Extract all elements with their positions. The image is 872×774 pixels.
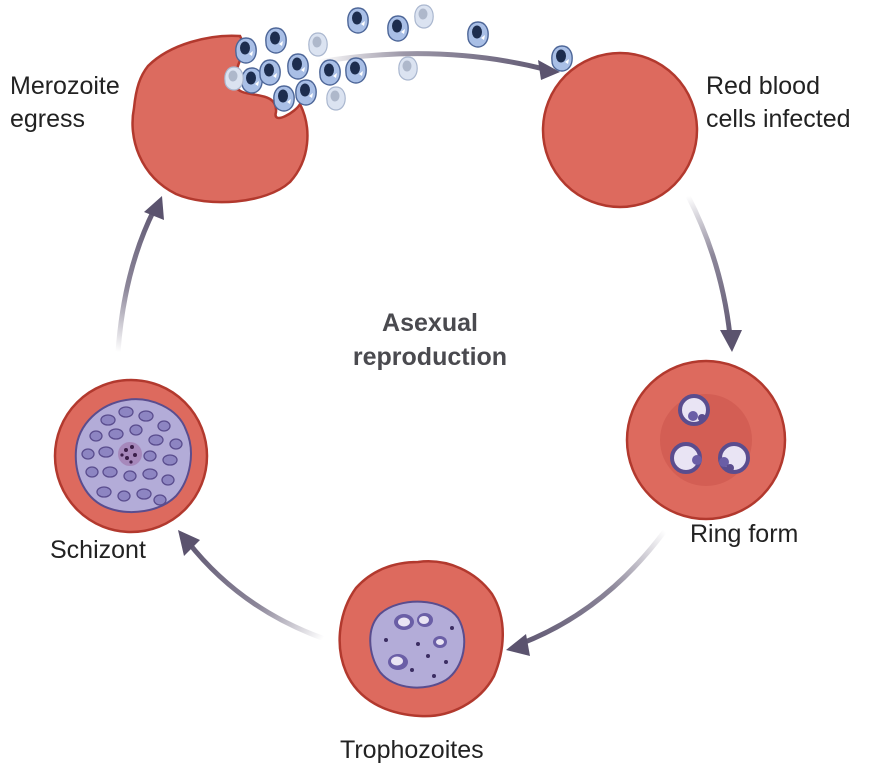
ruptured-red-blood-cell-icon	[131, 34, 309, 204]
ring-form-cell-icon	[625, 359, 787, 521]
label-line: cells infected	[706, 105, 851, 133]
label-line: Merozoite	[10, 72, 120, 100]
ring-parasite-icon	[678, 394, 710, 426]
cycle-arrow-icon	[315, 51, 560, 80]
center-title-line: Asexual	[382, 309, 478, 337]
cycle-arrow-icon	[506, 529, 667, 656]
label-line: egress	[10, 105, 86, 133]
label-line: Red blood	[706, 72, 820, 100]
label-ring-form: Ring form	[690, 520, 799, 548]
ring-parasite-icon	[718, 442, 750, 474]
trophozoite-icon	[369, 600, 466, 689]
label-merozoite-egress: Merozoite egress	[10, 70, 120, 136]
cycle-arrow-icon	[178, 530, 325, 641]
ring-parasite-icon	[670, 442, 702, 474]
label-schizont: Schizont	[50, 536, 146, 564]
cycle-arrow-icon	[685, 193, 742, 352]
trophozoite-cell-icon	[338, 560, 504, 718]
cycle-arrow-icon	[115, 196, 164, 355]
center-title: Asexual reproduction	[330, 306, 530, 374]
schizont-cell-icon	[53, 378, 209, 534]
center-title-line: reproduction	[352, 343, 508, 371]
merozoite-cluster	[224, 4, 573, 112]
red-blood-cell-icon	[541, 51, 699, 209]
label-trophozoites: Trophozoites	[340, 736, 484, 764]
schizont-icon	[74, 398, 192, 513]
label-rbc-infected: Red blood cells infected	[706, 70, 851, 136]
